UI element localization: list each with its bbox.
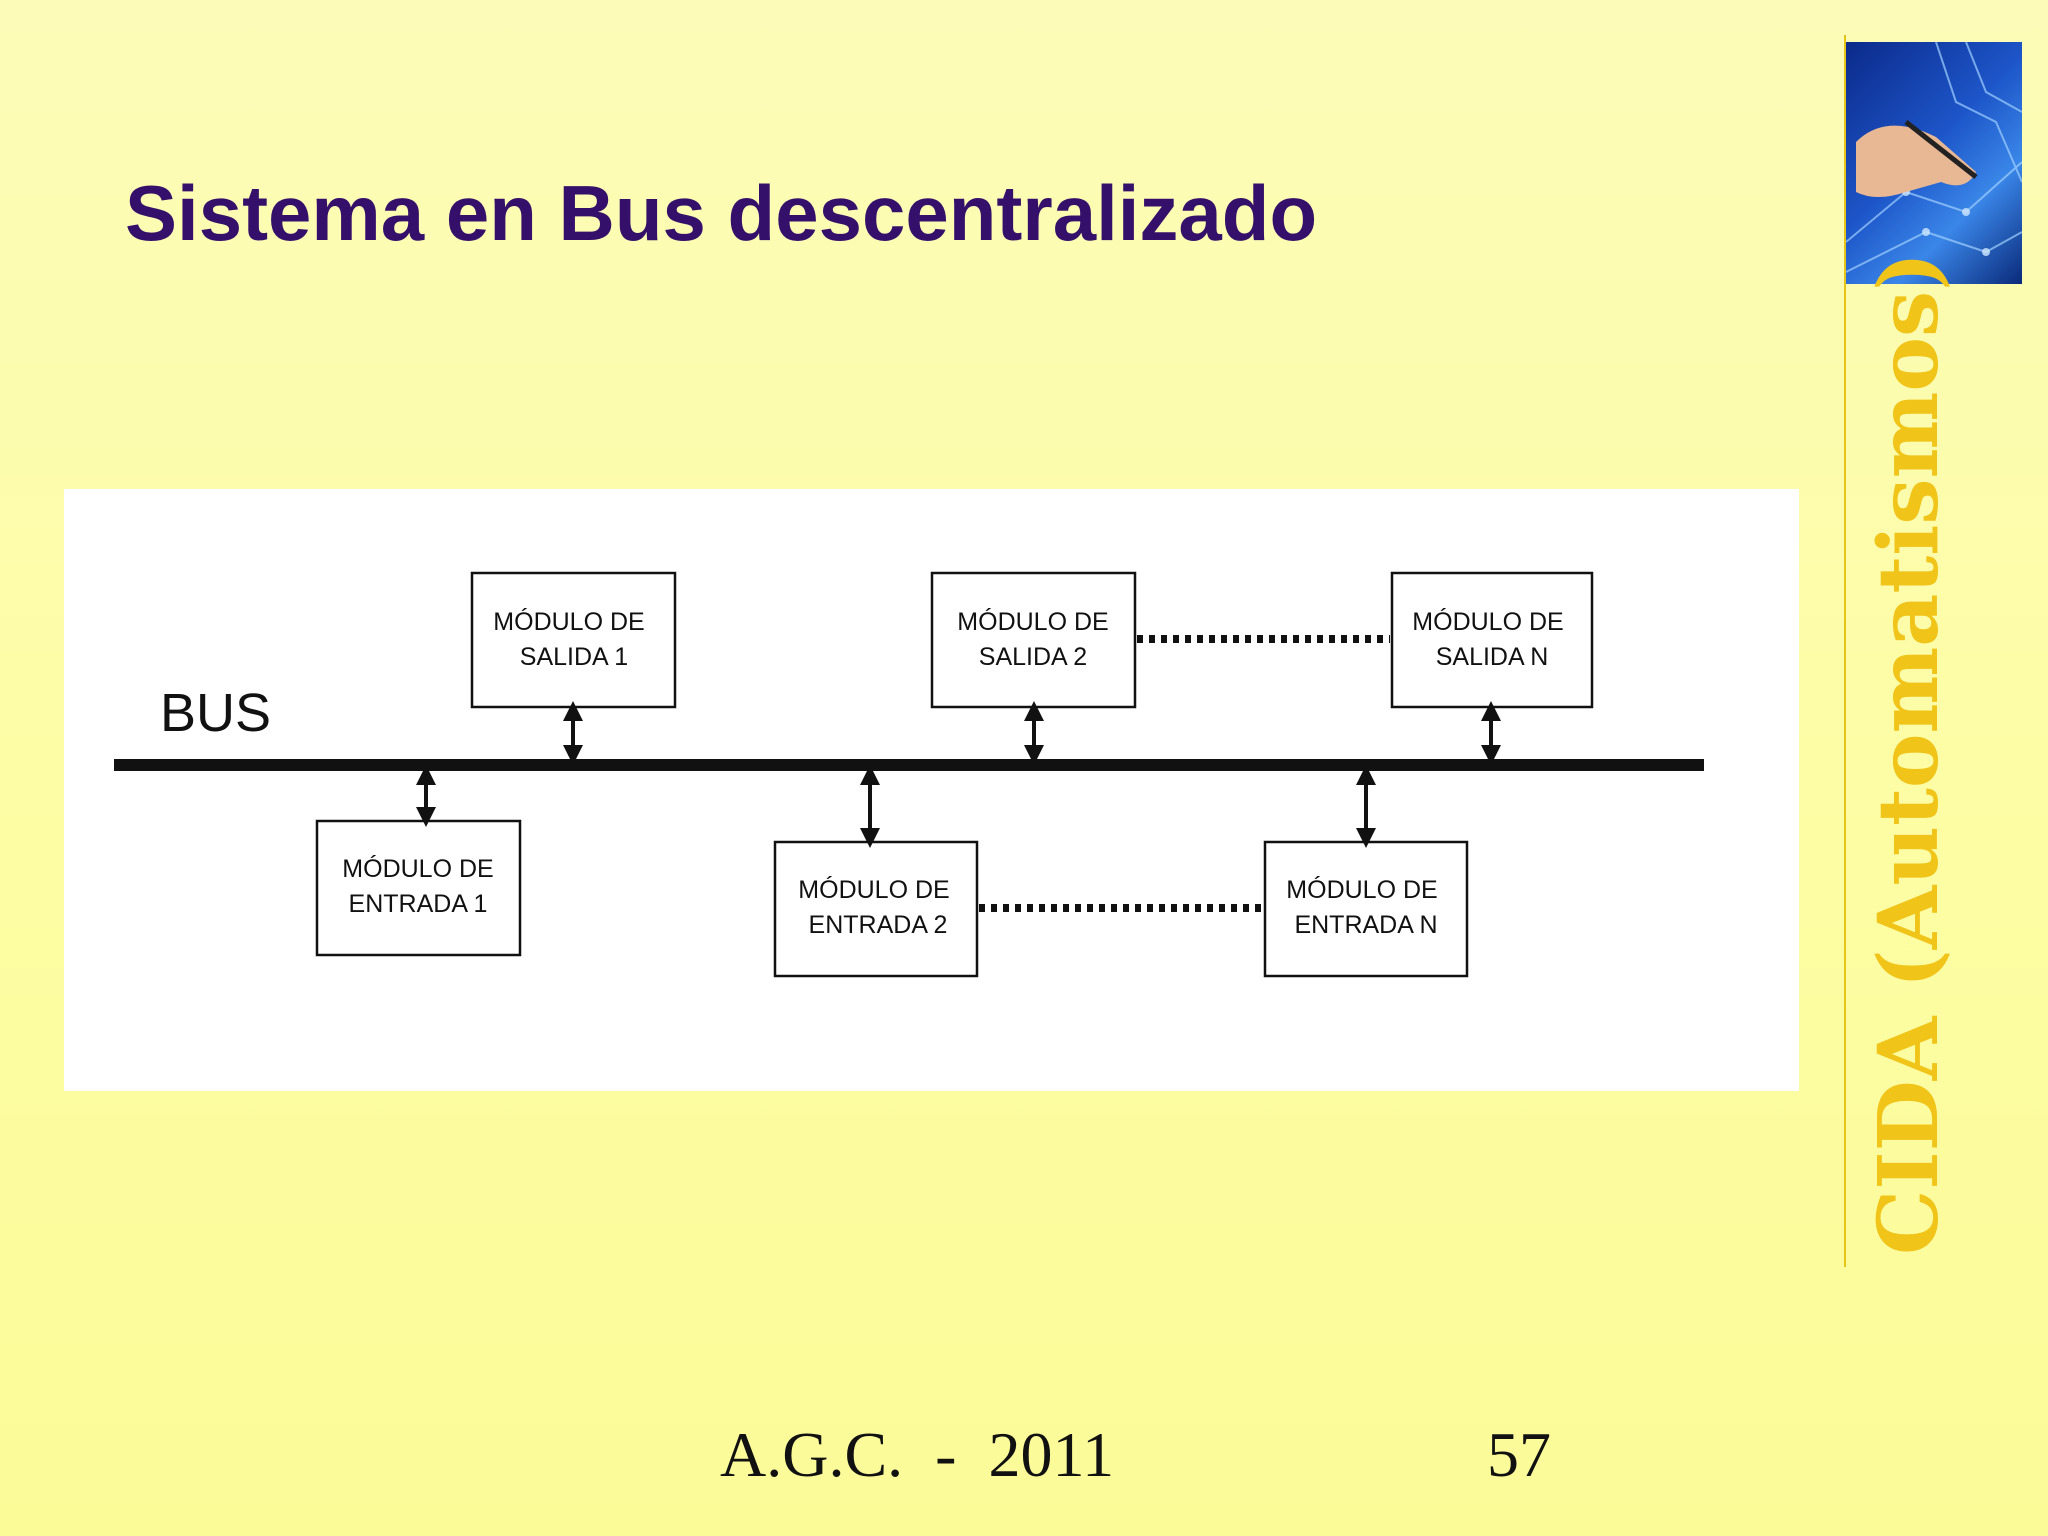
- page-number: 57: [1487, 1419, 1551, 1490]
- side-banner-text: CIDA (Automatismos): [1861, 251, 1957, 1255]
- slide-title: Sistema en Bus descentralizado: [125, 169, 1318, 257]
- bus-diagram-panel: BUS MÓDULO DE SALIDA 1 MÓDULO DE SALIDA …: [64, 489, 1799, 1091]
- hand-pen-logo-icon: [1846, 42, 2022, 284]
- module-label: ENTRADA 1: [349, 890, 488, 918]
- output-module-1: MÓDULO DE SALIDA 1: [470, 571, 677, 709]
- output-module-2: MÓDULO DE SALIDA 2: [930, 571, 1137, 709]
- input-module-1: MÓDULO DE ENTRADA 1: [315, 819, 522, 957]
- module-label: ENTRADA 2: [809, 911, 948, 939]
- module-label: MÓDULO DE: [798, 875, 949, 904]
- module-label: SALIDA 1: [520, 643, 628, 671]
- module-label: ENTRADA N: [1294, 911, 1437, 939]
- module-label: MÓDULO DE: [493, 607, 644, 636]
- module-label: MÓDULO DE: [1286, 875, 1437, 904]
- side-divider-line: [1844, 35, 1846, 1267]
- bus-diagram: BUS MÓDULO DE SALIDA 1 MÓDULO DE SALIDA …: [114, 571, 1704, 978]
- module-label: MÓDULO DE: [342, 854, 493, 883]
- input-module-n: MÓDULO DE ENTRADA N: [1263, 840, 1469, 978]
- module-label: SALIDA N: [1436, 643, 1549, 671]
- module-label: SALIDA 2: [979, 643, 1087, 671]
- footer-author-year: A.G.C. - 2011: [720, 1419, 1115, 1490]
- input-module-2: MÓDULO DE ENTRADA 2: [773, 840, 979, 978]
- bus-label: BUS: [160, 683, 271, 743]
- output-module-n: MÓDULO DE SALIDA N: [1390, 571, 1594, 709]
- module-label: MÓDULO DE: [957, 607, 1108, 636]
- module-label: MÓDULO DE: [1412, 607, 1563, 636]
